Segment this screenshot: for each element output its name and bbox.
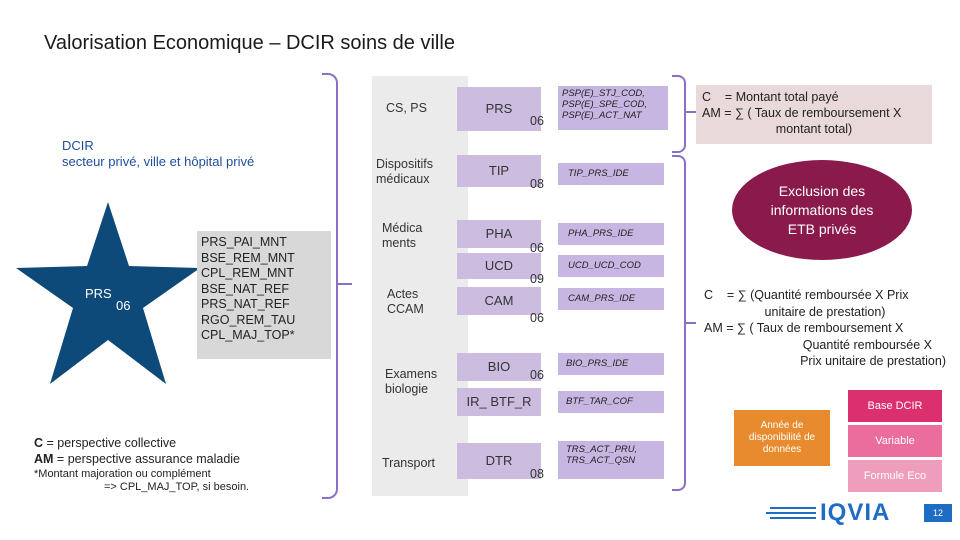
formula-bottom-line3: AM = ∑ ( Taux de remboursement X: [704, 321, 904, 335]
right-bracket-bottom: [672, 155, 686, 491]
table-tip: TIP: [457, 155, 541, 187]
legend-variable-box: Variable: [848, 425, 942, 457]
vars-bio: BIO_PRS_IDE: [558, 353, 664, 375]
formula-montant-total: C = Montant total payé AM = ∑ ( Taux de …: [696, 85, 932, 144]
legend-base-text: Base DCIR: [867, 400, 923, 412]
variables-box: PRS_PAI_MNT BSE_REM_MNT CPL_REM_MNT BSE_…: [197, 231, 331, 359]
legend-variable-text: Variable: [875, 435, 915, 447]
table-pha-number: 06: [530, 241, 544, 255]
table-prs: PRS: [457, 87, 541, 131]
table-bio-number: 06: [530, 368, 544, 382]
left-bracket-tick: [338, 283, 352, 285]
legend-annee-text: Année de disponibilité de données: [748, 420, 816, 455]
vars-pha: PHA_PRS_IDE: [558, 223, 664, 245]
category-examens: Examens biologie: [385, 367, 438, 396]
variable-item: PRS_NAT_REF: [201, 297, 290, 311]
star-prs-label: PRS: [85, 286, 112, 301]
page-title: Valorisation Economique – DCIR soins de …: [44, 32, 455, 54]
legend-c-key: C: [34, 436, 44, 450]
legend-formule-text: Formule Eco: [863, 470, 927, 482]
variable-item: RGO_REM_TAU: [201, 312, 296, 327]
vars-dtr: TRS_ACT_PRU, TRS_ACT_QSN: [558, 441, 664, 479]
left-bracket: [322, 73, 338, 499]
variable-item: PRS_PAI_MNT: [201, 235, 287, 249]
table-ir-btf-r: IR_ BTF_R: [457, 388, 541, 416]
footnote-1: *Montant majoration ou complément: [34, 468, 211, 480]
formula-bottom-line5: Prix unitaire de prestation): [800, 354, 946, 368]
legend-formule-box: Formule Eco: [848, 460, 942, 492]
legend-am-text: = perspective assurance maladie: [53, 452, 241, 466]
star-number: 06: [116, 298, 131, 313]
vars-ucd: UCD_UCD_COD: [558, 255, 664, 277]
category-cs-ps: CS, PS: [386, 101, 427, 115]
right-bracket-top: [672, 75, 686, 153]
iqvia-logo: IQVIA: [766, 498, 916, 528]
page-number: 12: [924, 504, 952, 522]
category-transport: Transport: [382, 456, 436, 470]
logo-text: IQVIA: [820, 499, 891, 526]
table-ucd-number: 09: [530, 272, 544, 286]
category-medicaments: Médica ments: [382, 221, 423, 250]
category-dispositifs: Dispositifs médicaux: [376, 157, 433, 186]
legend-annee-box: Année de disponibilité de données: [734, 410, 830, 466]
dcir-label-line2: secteur privé, ville et hôpital privé: [62, 154, 255, 169]
footnote-2: => CPL_MAJ_TOP, si besoin.: [104, 481, 250, 493]
star-shape: [16, 202, 200, 384]
right-bracket-top-tick: [686, 111, 696, 113]
vars-btf: BTF_TAR_COF: [558, 391, 664, 413]
table-prs-number: 06: [530, 114, 544, 128]
table-tip-number: 08: [530, 177, 544, 191]
variable-item: BSE_NAT_REF: [201, 281, 289, 296]
legend-base-box: Base DCIR: [848, 390, 942, 422]
category-actes-ccam: Actes CCAM: [387, 287, 424, 316]
table-ucd: UCD: [457, 253, 541, 279]
formula-quantite: C = ∑ (Quantité remboursée X Prix unitai…: [704, 287, 946, 370]
dcir-label-line1: DCIR: [62, 138, 94, 153]
right-bracket-bottom-tick: [686, 322, 696, 324]
vars-tip: TIP_PRS_IDE: [558, 163, 664, 185]
vars-prs: PSP(E)_STJ_COD, PSP(E)_SPE_COD, PSP(E)_A…: [558, 86, 668, 130]
variable-item: BSE_REM_MNT: [201, 250, 295, 265]
logo-lines-icon: [766, 507, 816, 519]
variable-item: CPL_MAJ_TOP*: [201, 328, 295, 342]
formula-top-line3: montant total): [775, 122, 853, 136]
table-dtr-number: 08: [530, 467, 544, 481]
vars-cam: CAM_PRS_IDE: [558, 288, 664, 310]
formula-top-line2: AM = ∑ ( Taux de remboursement X: [702, 106, 902, 120]
exclusion-text: Exclusion des informations des ETB privé…: [770, 182, 874, 237]
formula-bottom-line4: Quantité remboursée X: [802, 337, 932, 352]
table-pha: PHA: [457, 220, 541, 248]
exclusion-ellipse: Exclusion des informations des ETB privé…: [732, 160, 912, 260]
perspective-legend: C = perspective collective AM = perspect…: [34, 435, 240, 467]
category-column: [372, 76, 468, 496]
formula-bottom-line2: unitaire de prestation): [764, 304, 886, 319]
legend-am-key: AM: [34, 452, 54, 466]
dcir-label: DCIR secteur privé, ville et hôpital pri…: [62, 138, 254, 170]
table-cam: CAM: [457, 287, 541, 315]
table-dtr: DTR: [457, 443, 541, 479]
table-bio: BIO: [457, 353, 541, 381]
formula-top-line1: C = Montant total payé: [702, 90, 839, 104]
variable-item: CPL_REM_MNT: [201, 266, 295, 280]
legend-c-text: = perspective collective: [43, 436, 177, 450]
formula-bottom-line1: C = ∑ (Quantité remboursée X Prix: [704, 288, 909, 302]
table-cam-number: 06: [530, 311, 544, 325]
